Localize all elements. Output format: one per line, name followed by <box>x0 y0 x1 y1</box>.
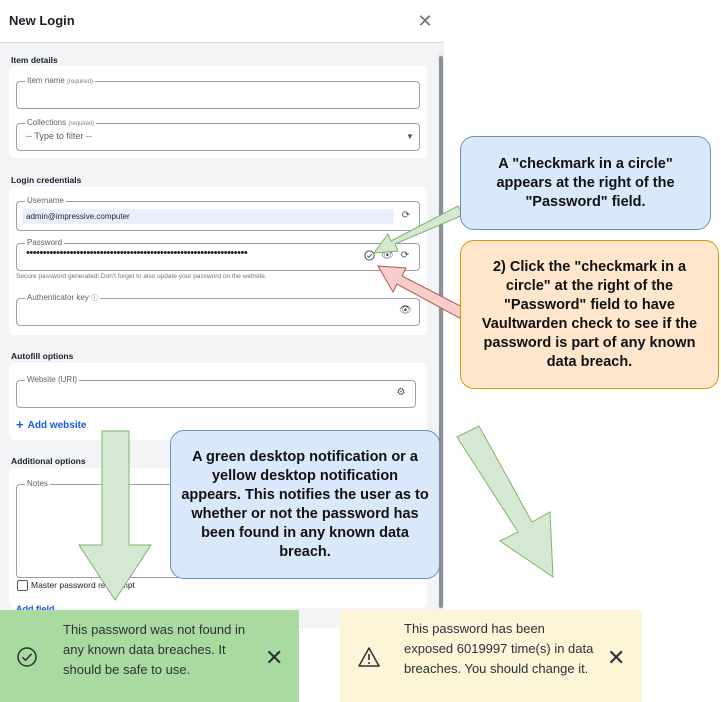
green-arrow-down-right <box>456 425 554 578</box>
password-generated-hint: Secure password generated! Don't forget … <box>16 273 267 280</box>
green-notification-text: This password was not found in any known… <box>63 622 246 677</box>
login-credentials-card: Username admin@impressive.computer ⟳ Pas… <box>9 187 427 335</box>
callout-click-checkmark-text: 2) Click the "checkmark in a circle" at … <box>481 258 698 370</box>
green-notification: This password was not found in any known… <box>0 610 299 702</box>
collections-required: (required) <box>68 121 95 127</box>
close-icon[interactable]: ✕ <box>417 11 433 31</box>
password-value: ••••••••••••••••••••••••••••••••••••••••… <box>26 247 248 259</box>
section-autofill-options: Autofill options <box>11 351 74 361</box>
master-password-reprompt-checkbox[interactable] <box>17 580 28 591</box>
autofill-options-card: Website (URI) ⚙ <box>9 363 427 440</box>
password-field[interactable]: Password •••••••••••••••••••••••••••••••… <box>16 238 420 271</box>
collections-select[interactable]: Collections (required) -- Type to filter… <box>16 118 420 151</box>
section-additional-options: Additional options <box>11 456 86 466</box>
callout-checkmark-appears: A "checkmark in a circle" appears at the… <box>460 136 711 230</box>
gear-icon[interactable]: ⚙ <box>396 387 406 398</box>
yellow-notification-text: This password has been exposed 6019997 t… <box>404 621 594 676</box>
callout-notification-info-text: A green desktop notification or a yellow… <box>181 448 429 560</box>
scrollbar-thumb[interactable] <box>439 56 443 608</box>
warning-icon <box>356 646 382 670</box>
website-uri-field[interactable]: Website (URI) ⚙ <box>16 375 416 408</box>
username-label: Username <box>25 196 66 205</box>
item-details-card: Item name (required) Collections (requir… <box>9 66 427 158</box>
authenticator-key-field[interactable]: Authenticator key ⓘ 👁 <box>16 293 420 326</box>
generate-username-icon[interactable]: ⟳ <box>401 210 411 221</box>
caret-down-icon[interactable]: ▼ <box>406 132 414 141</box>
dialog-header: New Login ✕ <box>0 0 444 43</box>
regenerate-password-icon[interactable]: ⟳ <box>400 250 410 261</box>
eye-icon[interactable]: 👁 <box>399 305 412 316</box>
new-login-dialog: New Login ✕ Item details Item name (requ… <box>0 0 444 628</box>
username-field[interactable]: Username admin@impressive.computer ⟳ <box>16 196 420 231</box>
item-name-label: Item name <box>27 76 65 85</box>
section-login-credentials: Login credentials <box>11 175 82 185</box>
item-name-field[interactable]: Item name (required) <box>16 76 420 109</box>
callout-click-checkmark: 2) Click the "checkmark in a circle" at … <box>460 240 719 389</box>
check-circle-icon[interactable] <box>363 250 375 265</box>
item-name-required: (required) <box>67 79 94 85</box>
master-password-reprompt-label: Master password re-prompt <box>31 580 135 590</box>
yellow-notification: This password has been exposed 6019997 t… <box>340 610 642 702</box>
dialog-title: New Login <box>9 13 75 28</box>
add-website-label: Add website <box>27 420 87 431</box>
eye-icon[interactable]: 👁 <box>381 250 394 261</box>
add-website-button[interactable]: +Add website <box>16 417 87 432</box>
close-icon[interactable]: ✕ <box>265 645 284 670</box>
section-item-details: Item details <box>11 55 58 65</box>
close-icon[interactable]: ✕ <box>607 645 626 670</box>
callout-notification-info: A green desktop notification or a yellow… <box>170 430 440 579</box>
notes-label: Notes <box>25 479 50 488</box>
help-icon[interactable]: ⓘ <box>91 295 99 302</box>
plus-icon: + <box>16 417 24 432</box>
username-value: admin@impressive.computer <box>26 212 130 221</box>
collections-label: Collections <box>27 118 67 127</box>
authenticator-label: Authenticator key <box>27 293 89 302</box>
password-label: Password <box>25 238 65 247</box>
website-uri-label: Website (URI) <box>25 375 80 384</box>
check-circle-icon <box>14 646 40 670</box>
add-field-button[interactable]: Add field <box>16 604 55 614</box>
callout-checkmark-appears-text: A "checkmark in a circle" appears at the… <box>496 155 675 210</box>
collections-placeholder: -- Type to filter -- <box>26 131 92 141</box>
